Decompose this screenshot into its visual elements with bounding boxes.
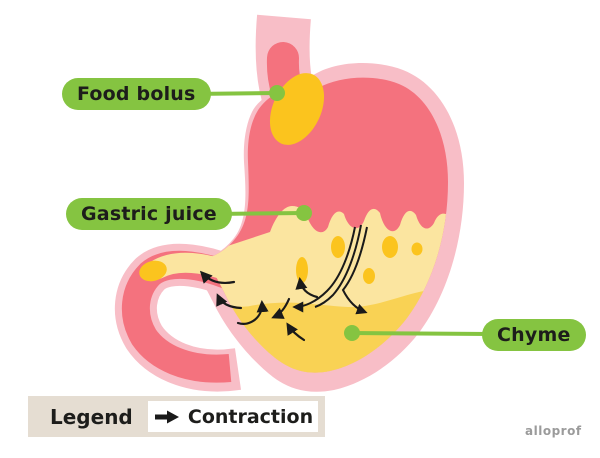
gastric-juice-stream-lines	[292, 224, 368, 315]
legend-title: Legend	[50, 404, 133, 429]
gastric-juice-label: Gastric juice	[66, 198, 232, 230]
label-connector-dot	[269, 85, 285, 101]
contraction-arrow	[216, 293, 243, 310]
contraction-arrow	[286, 322, 306, 342]
label-connector-line	[351, 331, 491, 336]
gastric-juice-droplet	[363, 268, 375, 284]
legend-box: Legend Contraction	[28, 396, 325, 437]
gastric-juice-droplet	[331, 236, 345, 258]
contraction-arrow	[271, 297, 291, 319]
contraction-arrow	[236, 299, 269, 325]
duodenum-chyme-tip	[139, 260, 167, 282]
legend-item-label: Contraction	[187, 405, 314, 428]
alloprof-watermark: alloprof	[525, 424, 582, 438]
gastric-juice-droplet	[296, 257, 308, 283]
contraction-arrow	[295, 277, 319, 299]
food-bolus-label: Food bolus	[62, 78, 211, 110]
contraction-arrow	[199, 270, 236, 285]
label-connector-dot	[344, 325, 360, 341]
gastric-juice-droplet	[382, 236, 398, 258]
gastric-juice-droplet	[411, 242, 423, 256]
legend-item-contraction: Contraction	[148, 401, 318, 432]
label-connector-dot	[296, 205, 312, 221]
right-arrow-icon	[154, 410, 179, 423]
chyme-label: Chyme	[482, 319, 586, 351]
